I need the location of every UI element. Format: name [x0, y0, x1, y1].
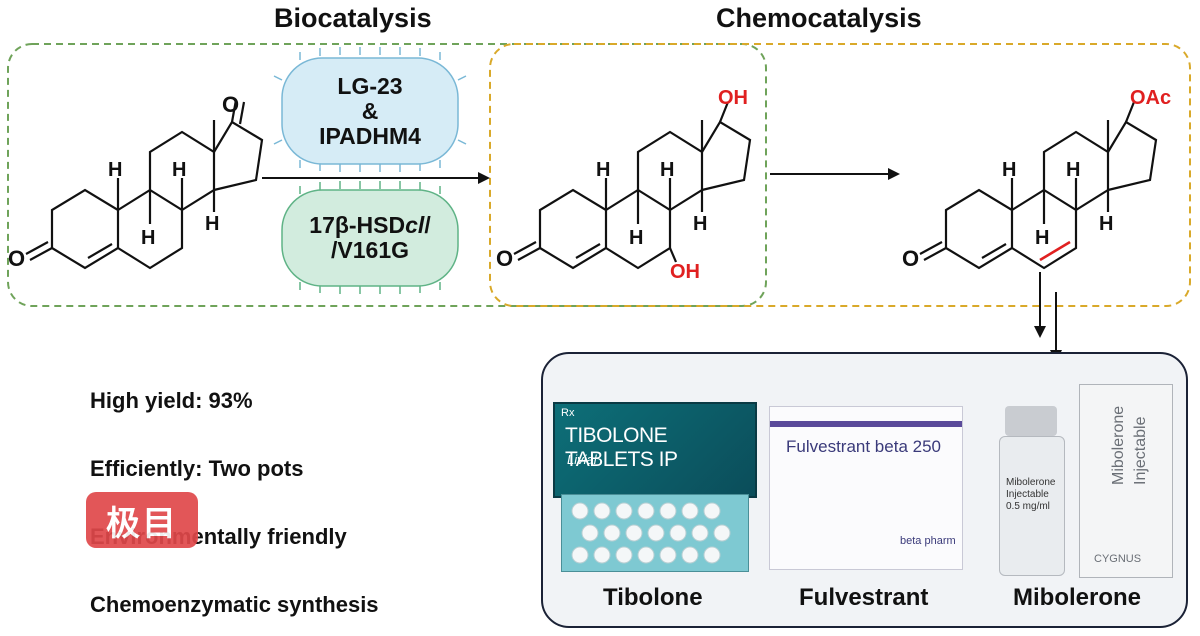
chemocatalysis-box — [489, 43, 1191, 307]
molecule-start — [25, 99, 264, 270]
vial-cap — [1005, 406, 1057, 436]
header-biocatalysis: Biocatalysis — [274, 3, 432, 33]
enzyme-pill-top: LG-23 & IPADHM4 — [282, 58, 458, 164]
intermediate-h3: H — [660, 159, 674, 181]
enzyme-pill-bottom: 17β-HSDcl/ /V161G — [282, 190, 458, 286]
enzyme-species: cl — [405, 212, 425, 238]
tibolone-rx: Rx — [561, 407, 575, 419]
products-panel: Rx TIBOLONE TABLETS IP Livial Fulvestran… — [541, 352, 1188, 628]
product-oac: OAc — [1130, 87, 1171, 109]
vial-body: Mibolerone Injectable 0.5 mg/ml — [999, 436, 1065, 576]
feature-chemoenzymatic: Chemoenzymatic synthesis — [90, 592, 379, 617]
tibolone-box-brand: Livial — [567, 452, 597, 467]
header-chemocatalysis: Chemocatalysis — [716, 3, 922, 33]
intermediate-oh-bottom: OH — [670, 261, 700, 283]
fulvestrant-box: Fulvestrant beta 250 beta pharm — [769, 406, 963, 570]
product-label-tibolone: Tibolone — [603, 584, 703, 611]
biocatalysis-box — [7, 43, 767, 307]
intermediate-carbonyl: O — [496, 246, 513, 271]
start-carbonyl-top: O — [222, 92, 239, 117]
product-h1: H — [1002, 159, 1016, 181]
tibolone-blister — [561, 494, 749, 572]
fulvestrant-box-title-row: Fulvestrant beta 250 — [786, 437, 941, 457]
start-h2: H — [141, 227, 155, 249]
intermediate-h4: H — [693, 213, 707, 235]
mibolerone-box: Mibolerone Injectable CYGNUS — [1079, 384, 1173, 578]
molecule-product — [919, 101, 1158, 270]
enzyme-top-line2: & — [361, 97, 379, 124]
enzyme-bottom-line2: /V161G — [331, 237, 409, 263]
enzyme-top-line1: LG-23 — [337, 72, 403, 99]
mibolerone-box-name: Mibolerone — [1110, 405, 1127, 485]
mibolerone-box-text: Mibolerone — [1110, 406, 1128, 485]
blister-pills — [571, 502, 731, 564]
mibolerone-box-type: Injectable — [1132, 416, 1149, 486]
enzyme-bottom-line1: 17β-HSDcl/ — [309, 213, 430, 238]
product-h4: H — [1099, 213, 1113, 235]
vial-dose: 0.5 mg/ml — [1006, 501, 1050, 512]
intermediate-oh-top: OH — [718, 87, 748, 109]
watermark-badge: 极目 — [86, 492, 198, 548]
enzyme-top-line3: IPADHM4 — [319, 122, 421, 149]
product-label-fulvestrant: Fulvestrant — [799, 584, 929, 611]
intermediate-h2: H — [629, 227, 643, 249]
start-carbonyl-left: O — [8, 246, 25, 271]
fulvestrant-box-dose: 250 — [912, 437, 942, 456]
tibolone-box-title: TIBOLONE TABLETS IP — [565, 424, 678, 471]
feature-yield: High yield: 93% — [90, 388, 253, 413]
feature-pots: Efficiently: Two pots — [90, 456, 304, 481]
product-label-mibolerone: Mibolerone — [1013, 584, 1142, 611]
enzyme-slash: / — [424, 212, 431, 238]
start-h4: H — [205, 213, 219, 235]
pill-bottom-spikes — [299, 181, 441, 294]
fulvestrant-stripe — [770, 421, 962, 427]
fulvestrant-box-brand: beta pharm — [900, 535, 956, 547]
molecule-intermediate — [513, 101, 752, 270]
vial-label: Mibolerone Injectable 0.5 mg/ml — [1006, 477, 1055, 513]
start-h1: H — [108, 159, 122, 181]
tibolone-box: Rx TIBOLONE TABLETS IP Livial — [553, 402, 757, 498]
enzyme-name: 17β-HSD — [309, 212, 406, 238]
start-h3: H — [172, 159, 186, 181]
product-double-bond — [1039, 240, 1071, 262]
mibolerone-vial: Mibolerone Injectable 0.5 mg/ml — [995, 406, 1067, 576]
vial-type: Injectable — [1006, 489, 1049, 500]
fulvestrant-box-title: Fulvestrant beta — [786, 437, 908, 456]
intermediate-h1: H — [596, 159, 610, 181]
mibolerone-box-brand: CYGNUS — [1094, 553, 1142, 565]
product-h3: H — [1066, 159, 1080, 181]
product-h2: H — [1035, 227, 1049, 249]
product-carbonyl: O — [902, 246, 919, 271]
vial-name: Mibolerone — [1006, 477, 1056, 488]
